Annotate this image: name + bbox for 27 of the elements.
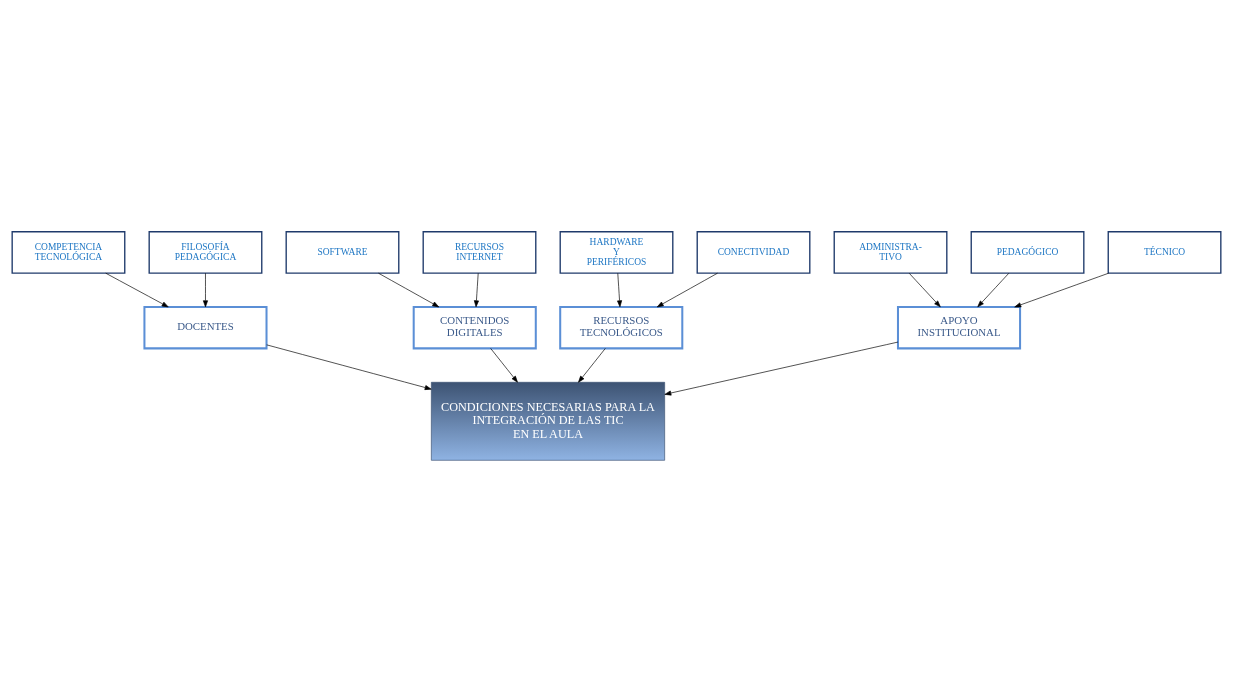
arrow [977, 272, 1010, 308]
node-box: DOCENTES [143, 306, 268, 350]
arrow [105, 272, 169, 308]
node-box: CONTENIDOS DIGITALES [412, 306, 537, 350]
arrow [656, 272, 718, 308]
node-box: COMPETENCIA TECNOLÓGICA [11, 231, 126, 274]
arrow [473, 272, 479, 308]
node-box: CONDICIONES NECESARIAS PARA LA INTEGRACIÓN DE LAS TIC EN EL AULA [431, 381, 665, 461]
node-box: TÉCNICO [1107, 231, 1222, 274]
arrow [378, 272, 440, 308]
node-box: FILOSOFÍA PEDAGÓGICA [148, 231, 263, 274]
arrow [617, 272, 623, 308]
node-box: HARDWARE Y PERIFÉRICOS [559, 231, 674, 274]
arrow [490, 348, 518, 383]
arrow [203, 272, 208, 308]
node-box: RECURSOS INTERNET [422, 231, 537, 274]
node-box: APOYO INSTITUCIONAL [896, 306, 1022, 350]
arrow [908, 272, 941, 308]
arrow [578, 348, 606, 383]
arrow [1014, 272, 1109, 308]
arrow [266, 344, 432, 390]
arrow [664, 341, 899, 396]
node-box: CONECTIVIDAD [696, 231, 811, 274]
node-box: PEDAGÓGICO [970, 231, 1085, 274]
node-box: SOFTWARE [285, 231, 400, 274]
node-box: ADMINISTRA- TIVO [833, 231, 948, 274]
node-box: RECURSOS TECNOLÓGICOS [559, 306, 684, 350]
